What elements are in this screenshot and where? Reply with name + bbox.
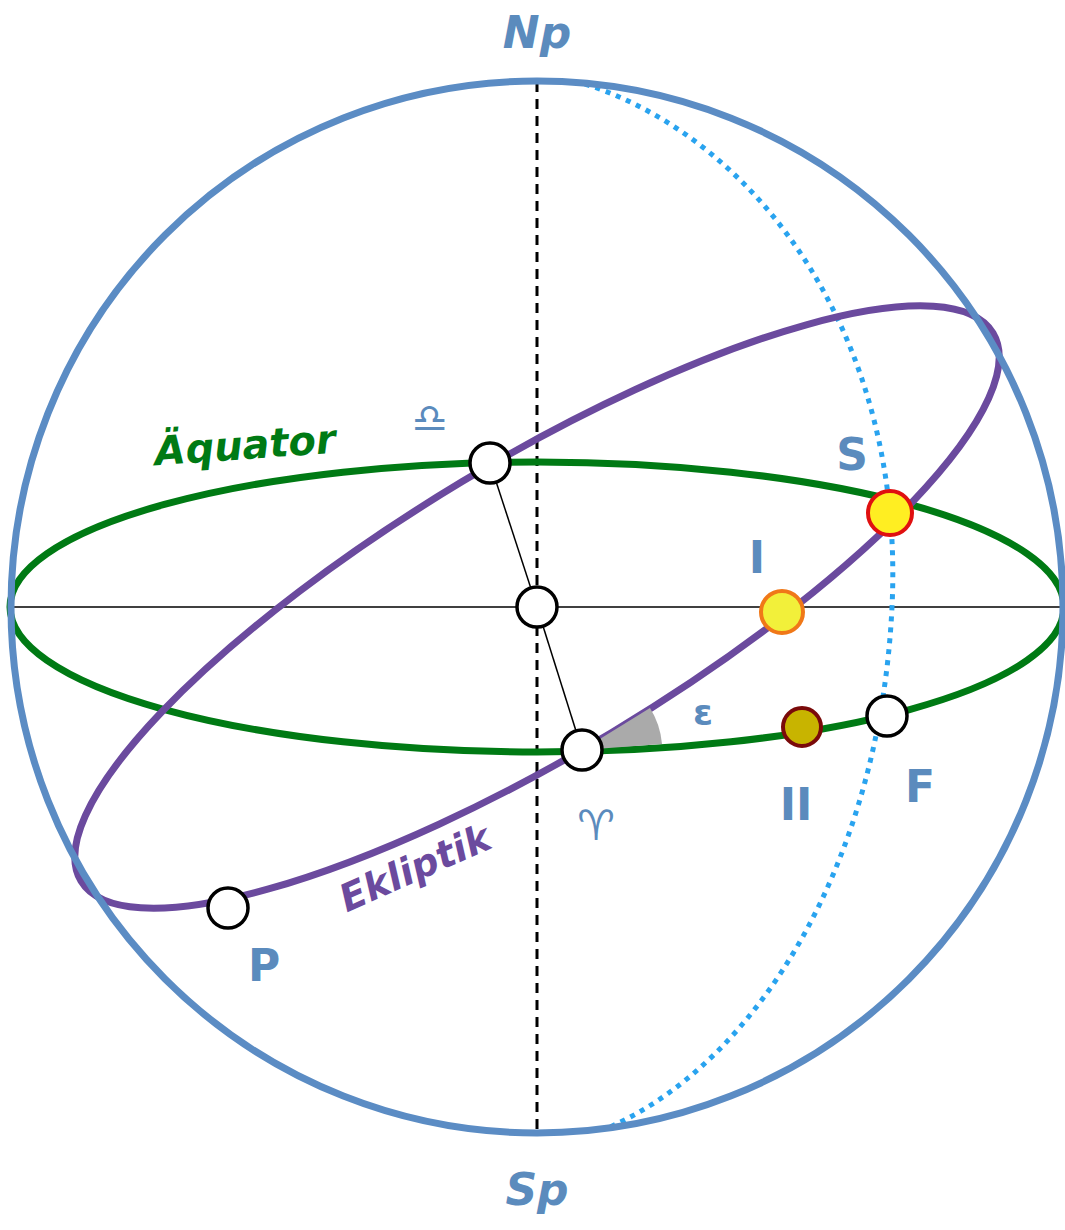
libra-point [470,443,510,483]
sun-s [868,491,912,535]
meridian [585,84,893,1127]
angle-label: ε [693,695,713,731]
aries-point [562,730,602,770]
pole-label: Sp [505,1168,568,1212]
sphere-outline [11,81,1063,1133]
equator-label: Äquator [153,419,337,472]
point-label: F [905,765,935,809]
node-line [490,463,537,607]
point-f [867,696,907,736]
pole-label: Np [503,11,571,55]
point-label: II [780,783,813,827]
point-p [208,888,248,928]
libra-symbol: ♎ [412,398,448,438]
center-point [517,587,557,627]
point-label: P [248,944,280,988]
point-label: I [749,536,765,580]
sun-ii [783,708,821,746]
ecliptic [6,208,1065,1006]
aries-symbol: ♈ [577,805,615,847]
sun-i [761,591,803,633]
node-line [537,607,582,750]
point-label: S [836,433,868,477]
point-markers [208,443,907,928]
